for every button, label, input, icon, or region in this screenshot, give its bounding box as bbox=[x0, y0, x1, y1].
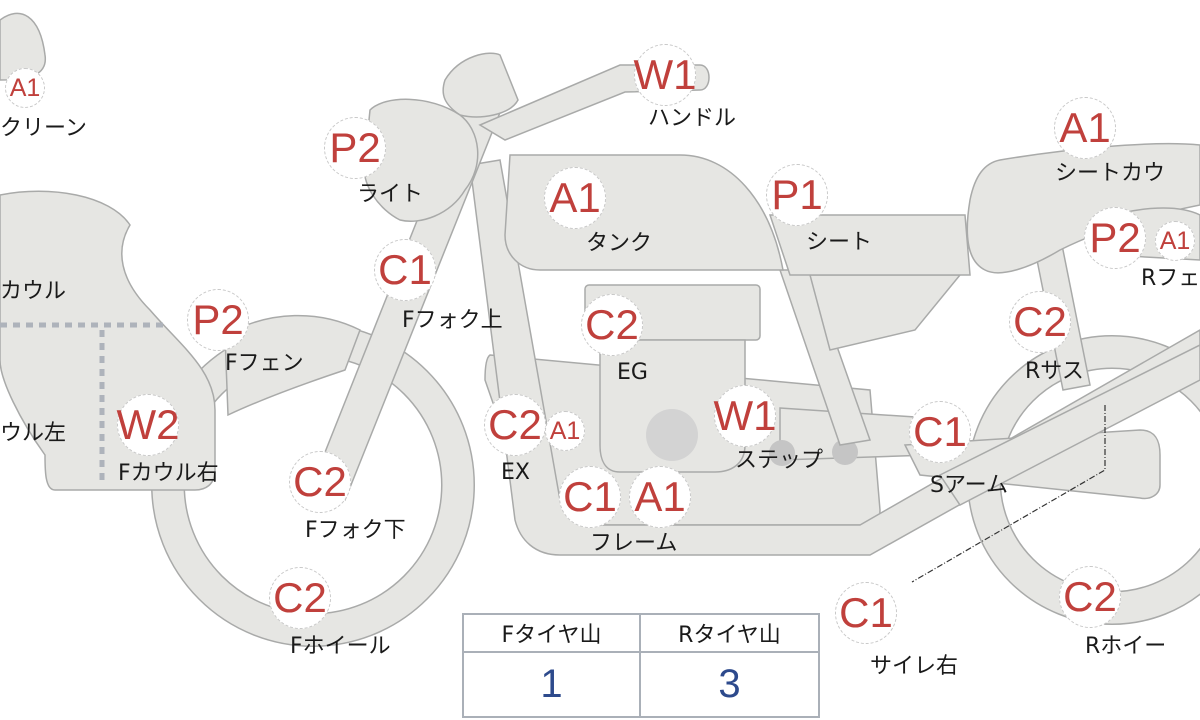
grade-badge-front-fork-upper: C1 bbox=[374, 239, 436, 301]
side-cover-shape bbox=[809, 274, 962, 351]
grade-badge-screen: A1 bbox=[5, 68, 45, 108]
grade-badge-front-fork-lower: C2 bbox=[289, 451, 351, 513]
label-step: ステップ bbox=[735, 448, 824, 473]
label-rear-fender: Rフェ bbox=[1141, 266, 1200, 291]
grade-badge-swing-arm: C1 bbox=[909, 401, 971, 463]
label-front-cowl: カウル bbox=[0, 279, 67, 304]
front-fender-shape bbox=[224, 314, 361, 417]
grade-badge-rear-suspension: C2 bbox=[1009, 291, 1071, 353]
label-silencer-right: サイレ右 bbox=[870, 654, 959, 679]
value-front-tire: 1 bbox=[464, 653, 641, 716]
chain-guard-shape bbox=[938, 344, 1200, 506]
label-front-wheel: Fホイール bbox=[290, 634, 391, 659]
headlight-shape bbox=[363, 98, 479, 222]
label-swing-arm: Sアーム bbox=[930, 473, 1008, 498]
engine-shape bbox=[599, 339, 746, 473]
label-front-fork-lower: Fフォク下 bbox=[305, 518, 406, 543]
label-engine: EG bbox=[617, 360, 648, 385]
leader-line bbox=[911, 405, 1106, 583]
header-rear-tire: Rタイヤ山 bbox=[641, 615, 818, 653]
grade-badge-front-wheel: C2 bbox=[269, 567, 331, 629]
grade-badge-frame-2: A1 bbox=[629, 466, 691, 528]
grade-badge-rear-fender: P2 bbox=[1084, 207, 1146, 269]
label-seat-cowl: シートカウ bbox=[1055, 161, 1166, 186]
label-front-cowl-right: Fカウル右 bbox=[118, 461, 219, 486]
grade-badge-engine: C2 bbox=[581, 294, 643, 356]
engine-cover-shape bbox=[646, 409, 698, 461]
label-tank: タンク bbox=[586, 231, 653, 256]
label-front-cowl-left: ウル左 bbox=[0, 421, 67, 446]
grade-badge-seat-cowl: A1 bbox=[1054, 97, 1116, 159]
label-rear-suspension: Rサス bbox=[1025, 359, 1084, 384]
tire-tread-table: Fタイヤ山 Rタイヤ山 1 3 bbox=[462, 613, 820, 718]
grade-badge-handle: W1 bbox=[634, 44, 697, 106]
grade-badge-exhaust: C2 bbox=[484, 394, 546, 456]
label-rear-wheel: Rホイー bbox=[1085, 634, 1167, 659]
seat-cowl-shape bbox=[966, 142, 1200, 274]
label-light: ライト bbox=[357, 182, 424, 207]
grade-badge-step: W1 bbox=[714, 385, 777, 447]
grade-badge-light: P2 bbox=[324, 117, 386, 179]
grade-badge-exhaust-2: A1 bbox=[545, 411, 585, 451]
header-front-tire: Fタイヤ山 bbox=[464, 615, 641, 653]
grade-badge-rear-wheel: C2 bbox=[1059, 566, 1121, 628]
grade-badge-front-fender: P2 bbox=[187, 289, 249, 351]
meter-shape bbox=[442, 52, 519, 118]
label-exhaust: EX bbox=[501, 460, 530, 485]
label-front-fork-upper: Fフォク上 bbox=[402, 308, 503, 333]
label-frame: フレーム bbox=[590, 531, 678, 556]
label-screen: クリーン bbox=[0, 116, 87, 141]
value-rear-tire: 3 bbox=[718, 662, 741, 706]
label-front-fender: Fフェン bbox=[225, 351, 304, 376]
grade-badge-frame: C1 bbox=[559, 466, 621, 528]
grade-badge-rear-fender-2: A1 bbox=[1155, 221, 1195, 261]
grade-badge-silencer-right: C1 bbox=[835, 582, 897, 644]
grade-badge-seat: P1 bbox=[766, 164, 828, 226]
label-seat: シート bbox=[806, 230, 873, 255]
grade-badge-front-cowl-right: W2 bbox=[117, 394, 180, 456]
grade-badge-tank: A1 bbox=[544, 167, 606, 229]
seat-shape bbox=[768, 214, 971, 276]
label-handle: ハンドル bbox=[648, 106, 737, 131]
